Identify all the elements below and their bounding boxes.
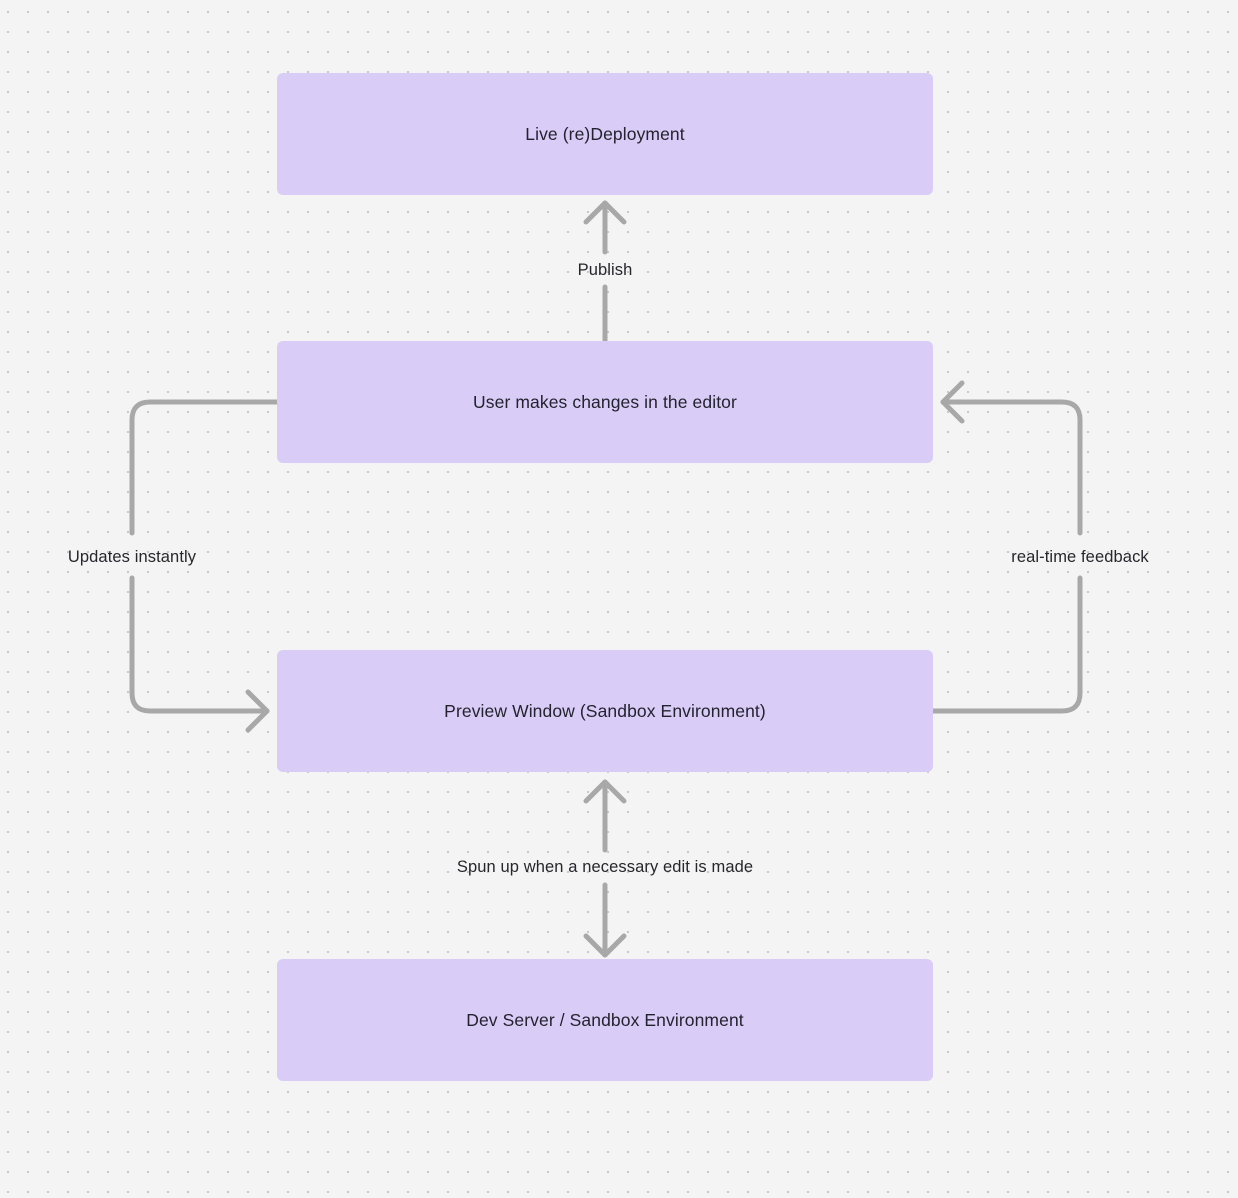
edge-feedback-line-upper [940, 399, 1083, 536]
edge-feedback-arrowhead-icon [940, 380, 965, 424]
edge-label-spun-up: Spun up when a necessary edit is made [456, 857, 754, 876]
edge-publish-arrowhead-icon [583, 200, 627, 225]
edge-updates-arrowhead-icon [245, 689, 270, 733]
node-user-edits-label: User makes changes in the editor [473, 391, 737, 412]
node-live-deployment-label: Live (re)Deployment [525, 123, 685, 144]
node-dev-server[interactable]: Dev Server / Sandbox Environment [277, 959, 933, 1081]
edge-updates-line-upper [129, 399, 280, 536]
edge-feedback-line-lower [930, 575, 1083, 714]
node-dev-server-label: Dev Server / Sandbox Environment [466, 1009, 744, 1030]
node-preview-window[interactable]: Preview Window (Sandbox Environment) [277, 650, 933, 772]
edge-label-updates-instantly: Updates instantly [67, 547, 197, 566]
edge-spun-up-arrowhead-up-icon [583, 779, 627, 804]
edge-updates-line-lower [129, 575, 270, 714]
node-user-edits[interactable]: User makes changes in the editor [277, 341, 933, 463]
node-preview-window-label: Preview Window (Sandbox Environment) [444, 700, 766, 721]
edge-spun-up-arrowhead-down-icon [583, 933, 627, 958]
node-live-deployment[interactable]: Live (re)Deployment [277, 73, 933, 195]
edge-updates-instantly [129, 399, 280, 733]
edge-label-publish: Publish [577, 260, 633, 279]
edge-label-real-time-feedback: real-time feedback [1011, 547, 1149, 566]
